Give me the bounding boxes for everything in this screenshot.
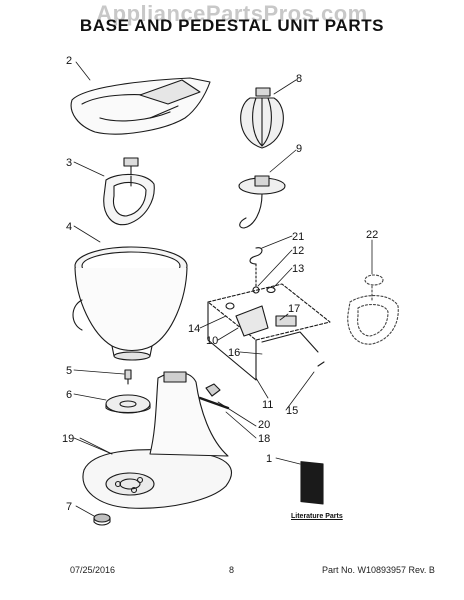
callout-19: 19 bbox=[62, 433, 74, 445]
literature-part[interactable] bbox=[300, 461, 324, 505]
footer-date: 07/25/2016 bbox=[70, 565, 116, 575]
callout-13: 13 bbox=[292, 263, 304, 275]
callout-3: 3 bbox=[66, 157, 72, 169]
callout-6: 6 bbox=[66, 389, 72, 401]
callout-12: 12 bbox=[292, 245, 304, 257]
callout-9: 9 bbox=[296, 143, 302, 155]
foot-part[interactable] bbox=[93, 513, 111, 526]
pedestal-base-part[interactable] bbox=[82, 371, 232, 509]
footer-part-number: Part No. W10893957 Rev. B bbox=[322, 565, 435, 575]
hinge-pin-part[interactable] bbox=[198, 396, 230, 410]
callout-22: 22 bbox=[366, 229, 378, 241]
screw-part[interactable] bbox=[124, 369, 132, 385]
callout-1: 1 bbox=[266, 453, 272, 465]
dough-hook-part[interactable] bbox=[238, 175, 286, 229]
page-title: BASE AND PEDESTAL UNIT PARTS bbox=[79, 16, 385, 35]
callout-5: 5 bbox=[66, 365, 72, 377]
footer-page-number: 8 bbox=[229, 565, 235, 575]
callout-14: 14 bbox=[188, 323, 200, 335]
spring-part[interactable] bbox=[249, 247, 263, 294]
wire-whip-part[interactable] bbox=[240, 87, 284, 149]
watermark: AppliancePartsPros.com bbox=[96, 1, 368, 26]
callout-10: 10 bbox=[206, 335, 218, 347]
callout-7: 7 bbox=[66, 501, 72, 513]
callout-4: 4 bbox=[66, 221, 72, 233]
callout-17: 17 bbox=[288, 303, 300, 315]
flat-beater-part[interactable] bbox=[103, 157, 155, 226]
callout-8: 8 bbox=[296, 73, 302, 85]
callout-20: 20 bbox=[258, 419, 270, 431]
callout-15: 15 bbox=[286, 405, 298, 417]
hinge-assembly bbox=[207, 283, 331, 381]
mixing-bowl-part[interactable] bbox=[72, 246, 188, 361]
callout-numbers: 2 3 4 5 6 19 7 8 9 21 12 13 22 17 14 10 … bbox=[62, 55, 378, 513]
callout-18: 18 bbox=[258, 433, 270, 445]
clamp-plate-part[interactable] bbox=[105, 394, 151, 414]
literature-parts-label: Literature Parts bbox=[291, 513, 343, 520]
callout-21: 21 bbox=[292, 231, 304, 243]
pouring-shield-part[interactable] bbox=[70, 77, 211, 135]
washer-part[interactable] bbox=[266, 286, 276, 294]
callout-11: 11 bbox=[262, 399, 273, 411]
planetary-assembly-part[interactable] bbox=[347, 274, 399, 345]
callout-2: 2 bbox=[66, 55, 72, 67]
lever-part[interactable] bbox=[205, 383, 221, 397]
callout-16: 16 bbox=[228, 347, 240, 359]
leader-lines bbox=[73, 61, 373, 517]
